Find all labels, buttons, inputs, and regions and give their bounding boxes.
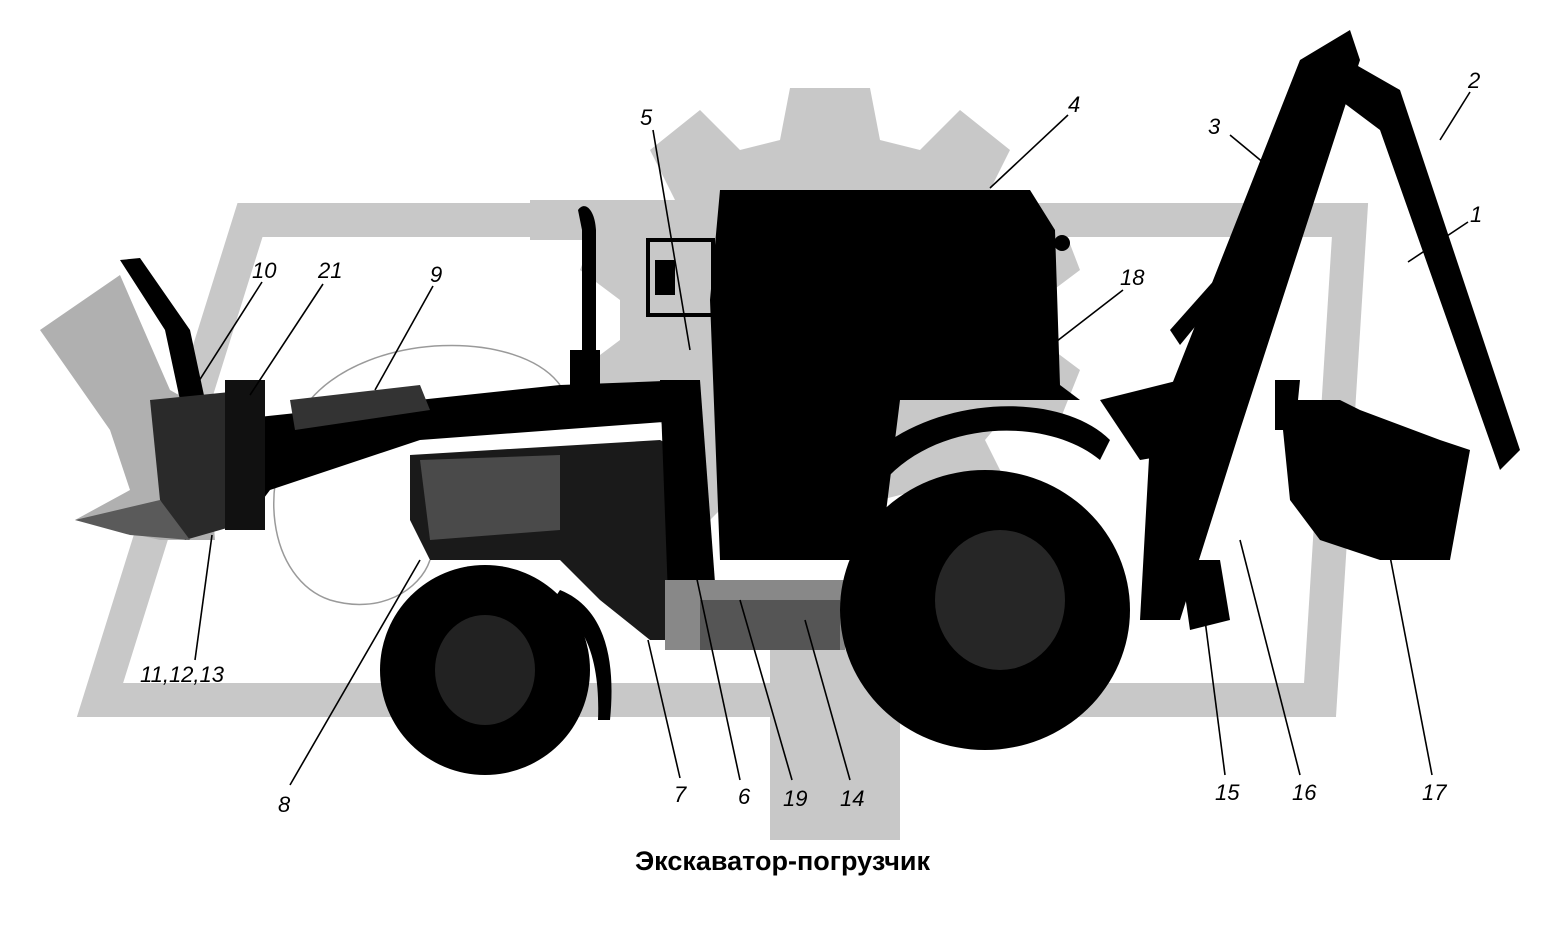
callout-3: 3 [1208,114,1221,139]
callout-8: 8 [278,792,291,817]
leader-7 [647,639,681,779]
leader-17 [1384,529,1433,776]
leader-18 [1047,289,1124,349]
callout-9: 9 [430,262,442,287]
callout-2: 2 [1467,68,1480,93]
rear-wheel [840,406,1130,750]
backhoe-boom [1100,30,1520,620]
callout-15: 15 [1215,780,1240,805]
leader-21 [249,283,324,396]
callout-19: 19 [783,786,807,811]
leader-4 [989,114,1069,189]
callout-4: 4 [1068,92,1080,117]
callout-7: 7 [674,782,687,807]
callout-14: 14 [840,786,864,811]
callout-17: 17 [1422,780,1447,805]
leader-8 [289,559,421,786]
callout-5: 5 [640,105,653,130]
leader-16 [1239,539,1301,776]
leader-11-12-13 [194,534,213,661]
leader-15 [1204,619,1226,776]
leader-6 [679,499,741,781]
callout-11-12-13: 11,12,13 [140,662,225,687]
backhoe-bucket [1275,380,1470,560]
leader-5 [652,129,691,351]
callout-16: 16 [1292,780,1317,805]
figure-caption: Экскаватор-погрузчик [634,846,931,876]
callout-1: 1 [1470,202,1482,227]
front-wheel [380,565,612,775]
leader-1 [1407,221,1469,263]
loader-arms [225,380,690,530]
tractor-cab [646,190,1080,560]
fuel-tank-step [665,580,845,650]
callout-18: 18 [1120,265,1145,290]
leader-3 [1229,134,1283,179]
callout-6: 6 [738,784,751,809]
backhoe-stabilizer [1180,560,1230,630]
leader-14 [804,619,851,781]
leader-2 [1439,91,1471,141]
callout-10: 10 [252,258,277,283]
callout-labels: 1 2 3 4 5 6 7 8 9 10 11,12,13 14 15 16 1… [140,68,1482,817]
leader-9 [374,285,434,391]
leader-lines [189,91,1471,786]
callout-21: 21 [317,258,342,283]
leader-19 [739,599,793,781]
leader-10 [189,281,263,396]
